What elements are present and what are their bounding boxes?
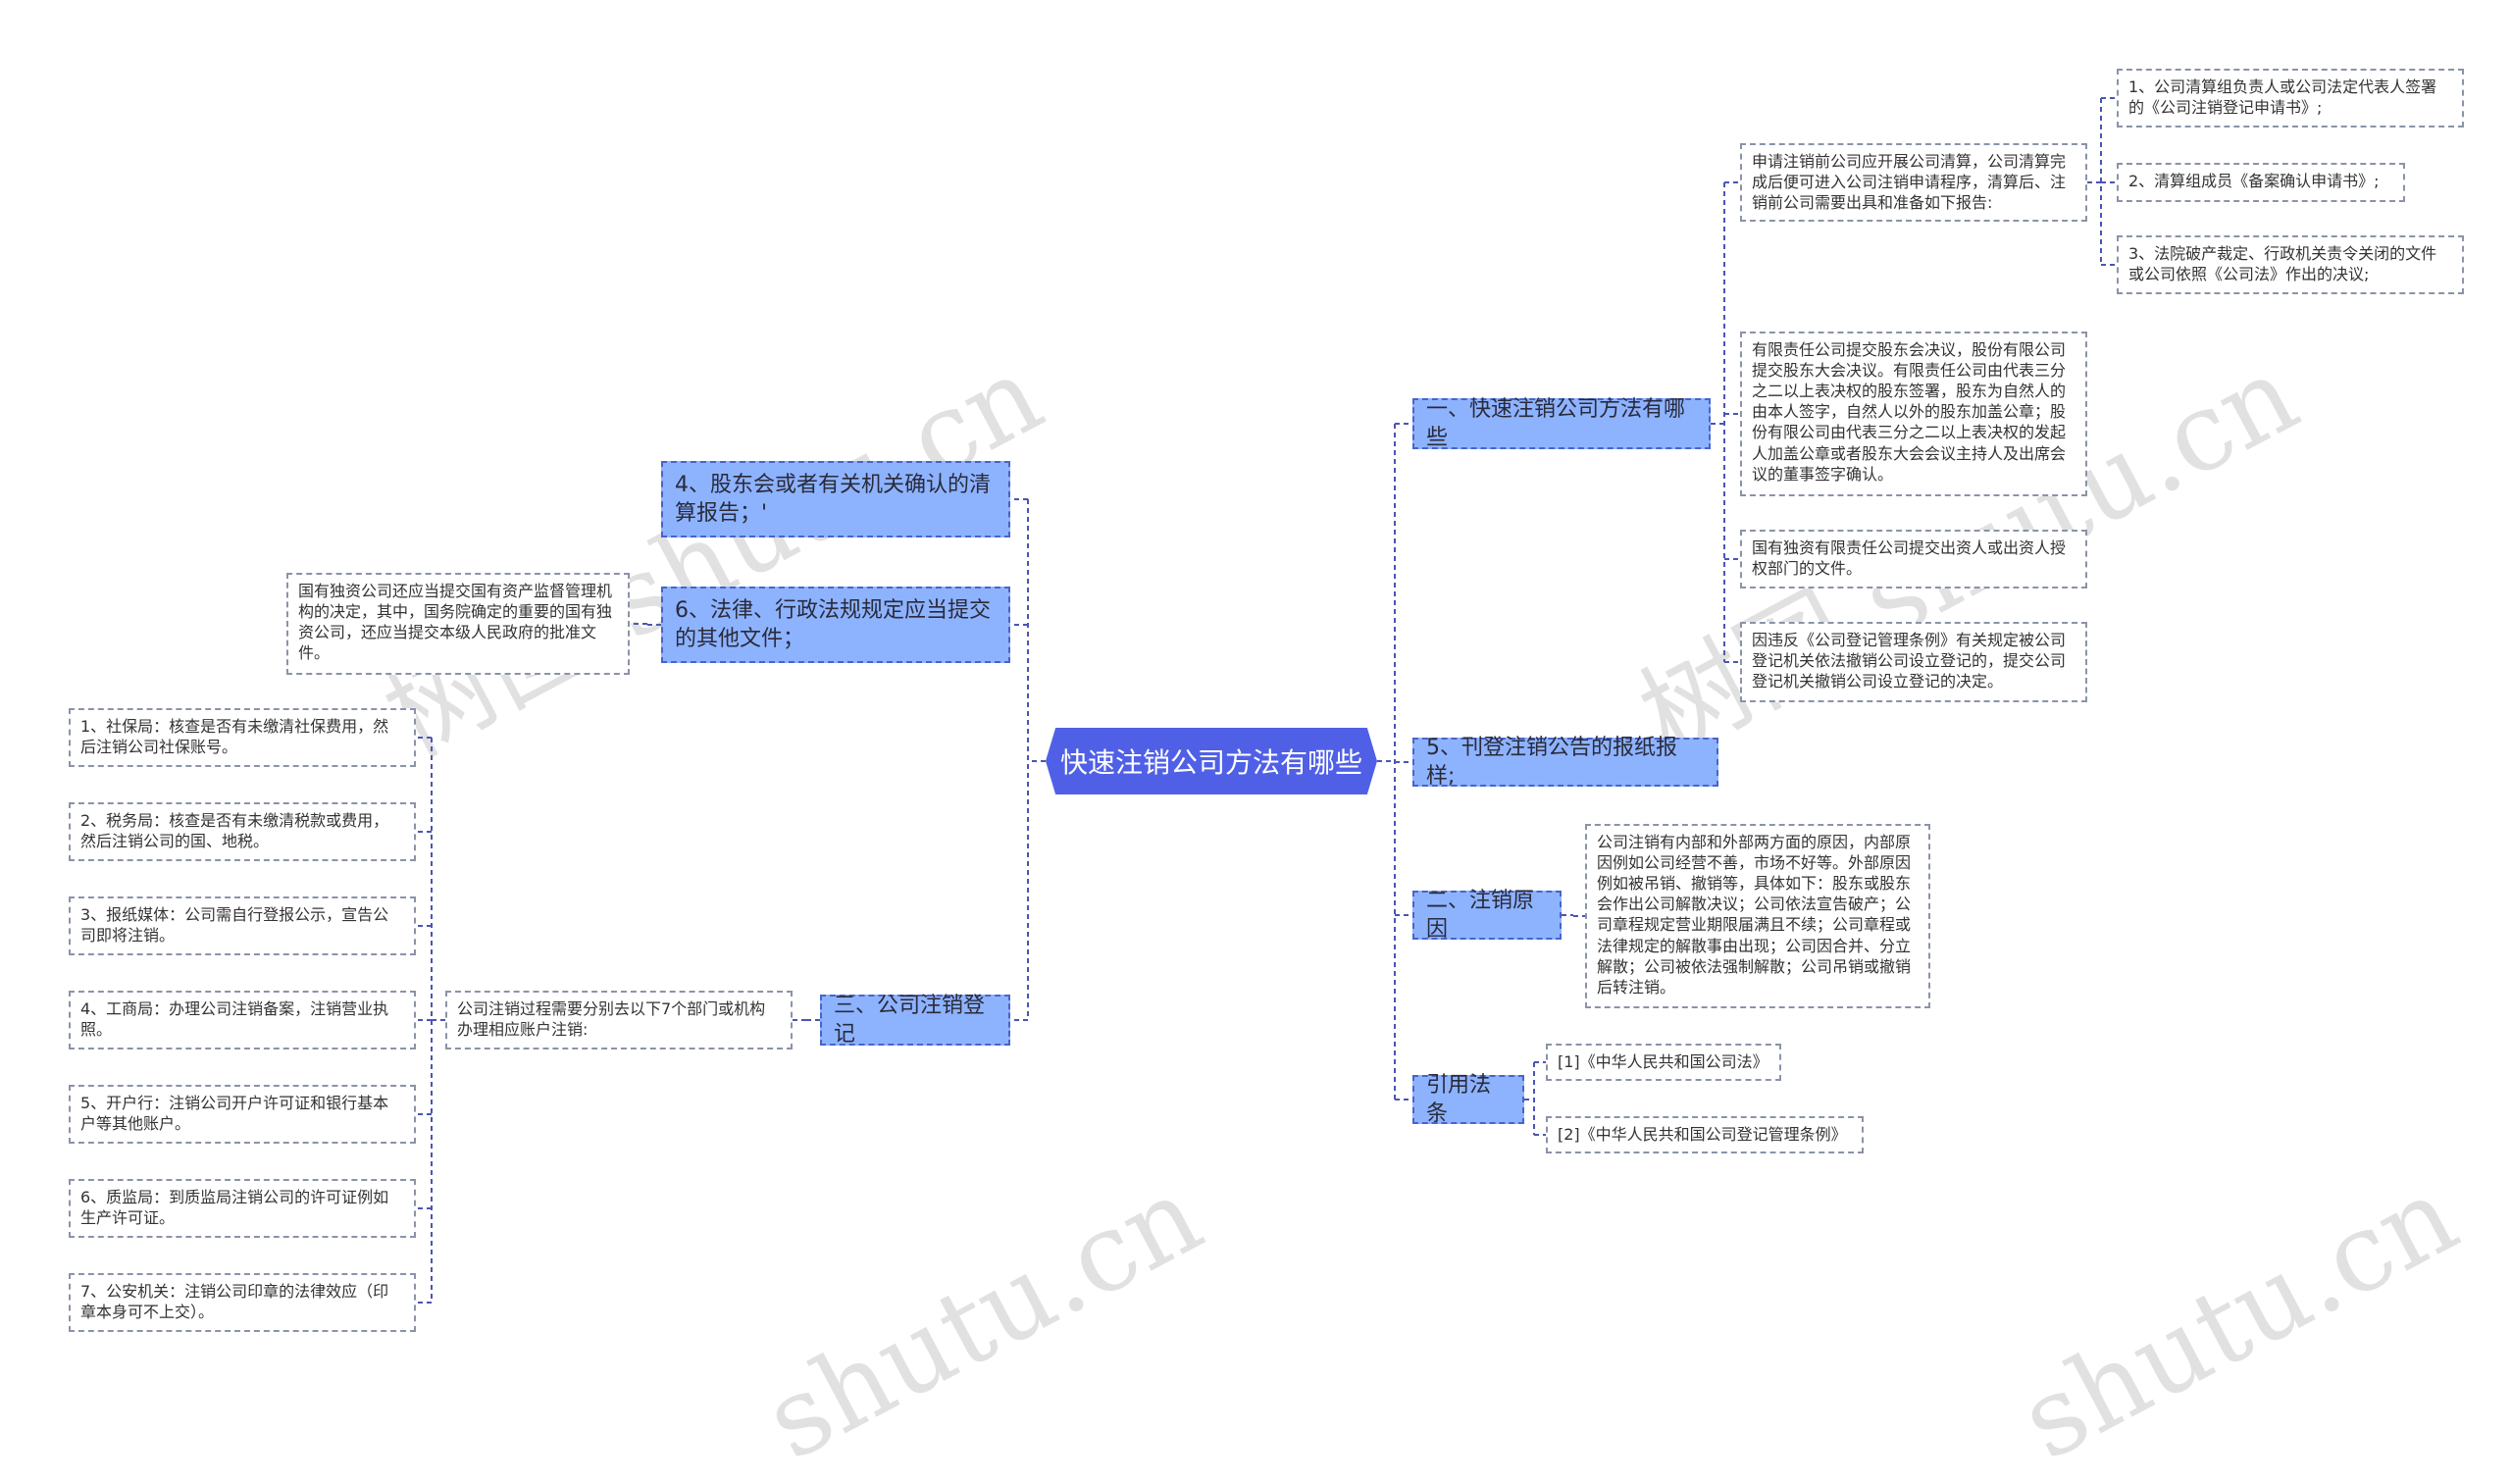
- leaf-reasons-detail[interactable]: 公司注销有内部和外部两方面的原因，内部原因例如公司经营不善，市场不好等。外部原因…: [1585, 824, 1930, 1008]
- leaf-court-ruling[interactable]: 3、法院破产裁定、行政机关责令关闭的文件或公司依照《公司法》作出的决议;: [2117, 235, 2464, 294]
- leaf-registration-regulations[interactable]: [2]《中华人民共和国公司登记管理条例》: [1546, 1116, 1864, 1153]
- leaf-tax-bureau[interactable]: 2、税务局：核查是否有未缴清税款或费用，然后注销公司的国、地税。: [69, 802, 416, 861]
- leaf-state-owned-document[interactable]: 国有独资有限责任公司提交出资人或出资人授权部门的文件。: [1740, 530, 2087, 588]
- connector-n-b1: [1711, 181, 1740, 663]
- leaf-industry-commerce-bureau[interactable]: 4、工商局：办理公司注销备案，注销营业执照。: [69, 991, 416, 1049]
- branch-newspaper-notice[interactable]: 5、刊登注销公告的报纸报样;: [1412, 736, 1718, 789]
- leaf-social-security-bureau[interactable]: 1、社保局：核查是否有未缴清社保费用，然后注销公司社保账号。: [69, 708, 416, 767]
- branch-deregistration[interactable]: 三、公司注销登记: [820, 994, 1010, 1047]
- leaf-revocation-decision[interactable]: 因违反《公司登记管理条例》有关规定被公司登记机关依法撤销公司设立登记的，提交公司…: [1740, 622, 2087, 702]
- branch-cancellation-reasons[interactable]: 二、注销原因: [1412, 889, 1562, 942]
- mind-map-canvas: 树图 shutu.cn 树图 shutu.cn shutu.cn shutu.c…: [69, 69, 2476, 1484]
- leaf-report-intro[interactable]: 申请注销前公司应开展公司清算，公司清算完成后便可进入公司注销申请程序，清算后、注…: [1740, 143, 2087, 222]
- connector-n-b3: [1562, 914, 1585, 917]
- branch-liquidation-report[interactable]: 4、股东会或者有关机关确认的清算报告；': [661, 461, 1010, 537]
- leaf-shareholder-resolution[interactable]: 有限责任公司提交股东会决议，股份有限公司提交股东大会决议。有限责任公司由代表三分…: [1740, 332, 2087, 496]
- connector-n-c9: [416, 737, 445, 1304]
- connector-n-root: [1377, 423, 1412, 1100]
- leaf-opening-bank[interactable]: 5、开户行：注销公司开户许可证和银行基本户等其他账户。: [69, 1085, 416, 1144]
- connector-n-c1: [2087, 97, 2117, 266]
- leaf-filing-confirmation[interactable]: 2、清算组成员《备案确认申请书》;: [2117, 163, 2405, 202]
- leaf-company-law[interactable]: [1]《中华人民共和国公司法》: [1546, 1044, 1781, 1081]
- leaf-public-security[interactable]: 7、公安机关：注销公司印章的法律效应（印章本身可不上交）。: [69, 1273, 416, 1332]
- branch-quick-methods[interactable]: 一、快速注销公司方法有哪些: [1412, 397, 1711, 450]
- leaf-state-owned-approval[interactable]: 国有独资公司还应当提交国有资产监督管理机构的决定，其中，国务院确定的重要的国有独…: [286, 573, 630, 675]
- connector-n-root: [1010, 498, 1046, 1021]
- root-topic[interactable]: 快速注销公司方法有哪些: [1046, 728, 1377, 794]
- branch-cited-laws[interactable]: 引用法条: [1412, 1073, 1524, 1126]
- connector-lines: [416, 97, 2117, 1304]
- leaf-newspaper-media[interactable]: 3、报纸媒体：公司需自行登报公示，宣告公司即将注销。: [69, 896, 416, 955]
- connector-n-b6: [630, 623, 661, 626]
- branch-other-documents[interactable]: 6、法律、行政法规规定应当提交的其他文件；: [661, 587, 1010, 663]
- leaf-quality-supervision-bureau[interactable]: 6、质监局：到质监局注销公司的许可证例如生产许可证。: [69, 1179, 416, 1238]
- leaf-application-form[interactable]: 1、公司清算组负责人或公司法定代表人签署的《公司注销登记申请书》;: [2117, 69, 2464, 128]
- connector-n-b4: [1524, 1061, 1546, 1136]
- leaf-seven-departments[interactable]: 公司注销过程需要分别去以下7个部门或机构办理相应账户注销:: [445, 991, 793, 1049]
